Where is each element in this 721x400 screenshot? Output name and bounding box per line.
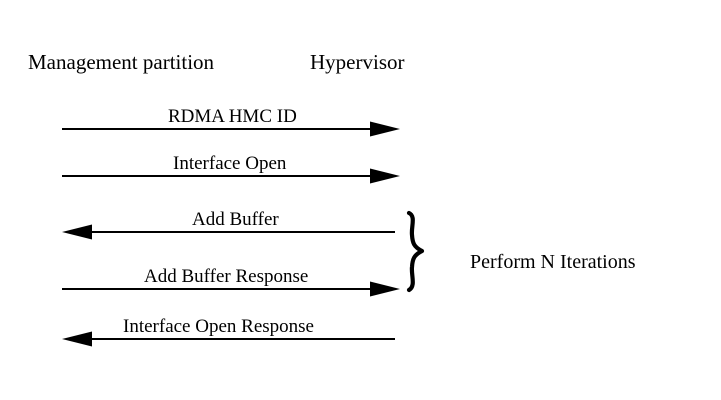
message-row: Add Buffer Response xyxy=(0,249,721,297)
message-label-interface-open-response: Interface Open Response xyxy=(123,316,314,337)
message-label-add-buffer: Add Buffer xyxy=(192,209,279,230)
message-label-rdma-hmc-id: RDMA HMC ID xyxy=(168,106,297,127)
iteration-brace-icon xyxy=(399,210,433,294)
lane-label-hypervisor: Hypervisor xyxy=(310,50,405,74)
message-row: Interface Open xyxy=(0,136,721,184)
message-row: RDMA HMC ID xyxy=(0,89,721,137)
arrowhead-left xyxy=(62,224,92,240)
lane-label-management-partition: Management partition xyxy=(28,50,215,74)
arrowhead-left xyxy=(62,331,92,347)
message-row: Add Buffer xyxy=(0,192,721,240)
arrowhead-right xyxy=(370,168,400,184)
message-arrow-rdma-hmc-id xyxy=(62,121,400,137)
message-arrow-add-buffer-response xyxy=(62,281,400,297)
message-label-interface-open: Interface Open xyxy=(173,153,287,174)
arrowhead-right xyxy=(370,121,400,137)
iteration-annotation-label: Perform N Iterations xyxy=(470,251,636,273)
message-label-add-buffer-response: Add Buffer Response xyxy=(144,266,309,287)
message-arrow-add-buffer xyxy=(62,224,395,240)
message-row: Interface Open Response xyxy=(0,299,721,347)
arrowhead-right xyxy=(370,281,400,297)
message-arrow-interface-open-response xyxy=(62,331,395,347)
message-arrow-interface-open xyxy=(62,168,400,184)
